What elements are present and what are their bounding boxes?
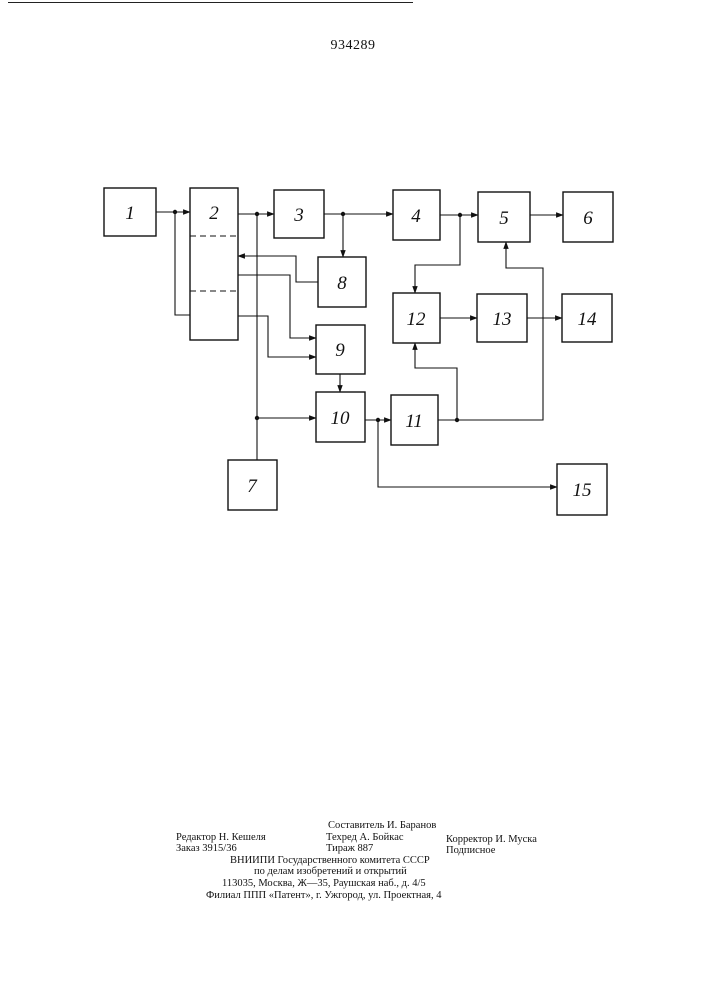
compiler-line: Составитель И. Баранов [328,820,436,831]
editor-line: Редактор Н. Кешеля [176,832,266,843]
branch-line: Филиал ППП «Патент», г. Ужгород, ул. Про… [206,890,441,901]
corrector-line: Корректор И. Муска [446,834,537,845]
order-line: Заказ 3915/36 [176,843,237,854]
organization-line-1: ВНИИПИ Государственного комитета СССР [230,855,430,866]
organization-line-2: по делам изобретений и открытий [254,866,407,877]
subscription-line: Подписное [446,845,495,856]
address-line: 113035, Москва, Ж—35, Раушская наб., д. … [222,878,426,889]
circulation-line: Тираж 887 [326,843,373,854]
techred-line: Техред А. Бойкас [326,832,404,843]
